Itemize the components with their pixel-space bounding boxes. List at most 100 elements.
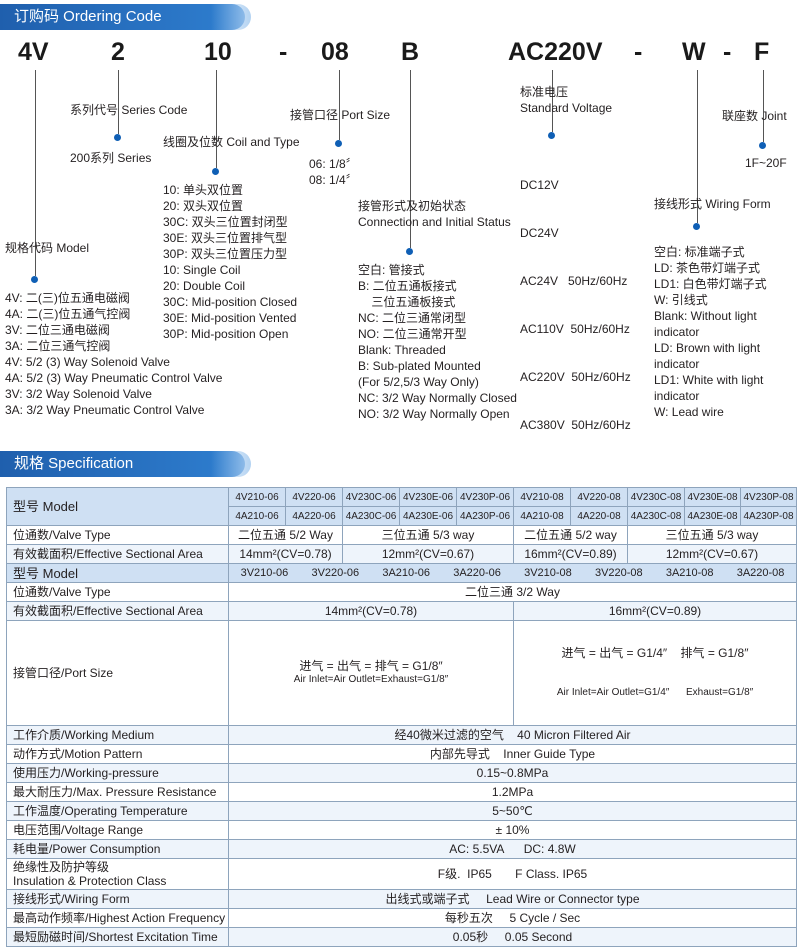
list-item: 30C: Mid-position Closed — [163, 295, 298, 309]
table-cell: 4A210-06 — [228, 506, 286, 526]
list-item: 30E: Mid-position Vented — [163, 311, 297, 325]
list-item: B: Sub-plated Mounted — [358, 359, 481, 373]
row-label: 电压范围/Voltage Range — [6, 820, 229, 840]
table-cell: 4V220-06 — [285, 487, 343, 507]
table-cell: 经40微米过滤的空气 40 Micron Filtered Air — [228, 725, 797, 745]
table-cell: 4A230P-06 — [456, 506, 514, 526]
coil-list: 10: 单头双位置 20: 双头双位置 30C: 双头三位置封闭型 30E: 双… — [163, 182, 297, 342]
connection-label: 接管形式及初始状态 Connection and Initial Status — [358, 199, 511, 229]
table-row: 位通数/Valve Type 二位三通 3/2 Way — [6, 582, 797, 602]
table-row: 工作介质/Working Medium 经40微米过滤的空气 40 Micron… — [6, 725, 797, 745]
table-cell: ± 10% — [228, 820, 797, 840]
table-cell: 16mm²(CV=0.89) — [513, 601, 797, 621]
specification-banner: 规格 Specification — [0, 451, 251, 477]
table-cell: 4A230C-06 — [342, 506, 400, 526]
code-part-model: 4V — [18, 38, 49, 66]
list-item: LD: 茶色带灯端子式 — [654, 261, 761, 275]
table-row: 位通数/Valve Type 二位五通 5/2 Way 三位五通 5/3 way… — [6, 525, 797, 545]
model-list: 4V: 二(三)位五通电磁阀 4A: 二(三)位五通气控阀 3V: 二位三通电磁… — [5, 290, 222, 418]
wiring-list: 空白: 标准端子式 LD: 茶色带灯端子式 LD1: 白色带灯端子式 W: 引线… — [654, 244, 767, 420]
list-item: W: Lead wire — [654, 405, 724, 419]
code-part-wiring: W — [682, 38, 706, 66]
table-row: 有效截面积/Effective Sectional Area 14mm²(CV=… — [6, 601, 797, 621]
joint-label: 联座数 Joint — [722, 109, 787, 123]
code-dash: - — [723, 38, 732, 66]
coil-dot — [212, 168, 219, 175]
table-cell: 4A230E-06 — [399, 506, 457, 526]
list-item: AC24V 50Hz/60Hz — [520, 274, 628, 288]
row-label: 有效截面积/Effective Sectional Area — [6, 601, 229, 621]
table-row: 4A210-06 4A220-06 4A230C-06 4A230E-06 4A… — [7, 506, 797, 526]
table-cell: 4V220-08 — [570, 487, 628, 507]
table-cell: 4A230E-08 — [684, 506, 741, 526]
list-item: (For 5/2,5/3 Way Only) — [358, 375, 479, 389]
table-cell: 三位五通 5/3 way — [627, 525, 797, 545]
table-row: 最高动作频率/Highest Action Frequency 每秒五次 5 C… — [6, 908, 797, 928]
port-label: 接管口径 Port Size — [290, 108, 391, 122]
list-item: 20: 双头双位置 — [163, 199, 244, 213]
table-row: 工作温度/Operating Temperature 5~50℃ — [6, 801, 797, 821]
list-item: 3A: 3/2 Way Pneumatic Control Valve — [5, 403, 205, 417]
table-cell: 14mm²(CV=0.78) — [228, 601, 514, 621]
table-row: 型号 Model 4V210-06 4V220-06 4V230C-06 4V2… — [6, 487, 797, 526]
list-item: 空白: 标准端子式 — [654, 245, 745, 259]
row-label: 工作介质/Working Medium — [6, 725, 229, 745]
list-item: 10: Single Coil — [163, 263, 241, 277]
table-cell: 3A220-08 — [736, 566, 785, 579]
ordering-code-title: 订购码 Ordering Code — [14, 8, 162, 25]
table-cell: 进气 = 出气 = 排气 = G1/8″ Air Inlet=Air Outle… — [228, 620, 514, 726]
row-label: 接管口径/Port Size — [6, 620, 229, 726]
table-cell: 0.15~0.8MPa — [228, 763, 797, 783]
table-cell: 进气 = 出气 = G1/4″ 排气 = G1/8″ Air Inlet=Air… — [513, 620, 797, 726]
joint-dot — [759, 142, 766, 149]
table-cell: 3A220-06 — [453, 566, 501, 579]
list-item: NC: 二位三通常闭型 — [358, 311, 467, 325]
table-cell: 1.2MPa — [228, 782, 797, 802]
row-label: 有效截面积/Effective Sectional Area — [6, 544, 229, 564]
voltage-list: DC12V DC24V AC24V 50Hz/60Hz AC110V 50Hz/… — [520, 145, 631, 449]
joint-value: 1F~20F — [745, 156, 787, 170]
series-label: 系列代号 Series Code — [70, 103, 188, 117]
table-row: 耗电量/Power Consumption AC: 5.5VA DC: 4.8W — [6, 839, 797, 859]
list-item: NO: 二位三通常开型 — [358, 327, 467, 341]
table-cell: 二位五通 5/2 way — [513, 525, 628, 545]
code-part-voltage: AC220V — [508, 38, 603, 66]
list-item: 空白: 管接式 — [358, 263, 425, 277]
list-item: LD1: White with light — [654, 373, 764, 387]
table-cell: 3A210-08 — [665, 566, 714, 579]
specification-table: 型号 Model 4V210-06 4V220-06 4V230C-06 4V2… — [6, 487, 797, 947]
voltage-label: 标准电压 Standard Voltage — [520, 85, 613, 115]
row-label: 最高动作频率/Highest Action Frequency — [6, 908, 229, 928]
row-label: 型号 Model — [6, 563, 229, 583]
list-item: 3A: 二位三通气控阀 — [5, 339, 111, 353]
list-item: 4A: 5/2 (3) Way Pneumatic Control Valve — [5, 371, 223, 385]
row-label: 最大耐压力/Max. Pressure Resistance — [6, 782, 229, 802]
table-cell: 4V230E-08 — [684, 487, 741, 507]
list-item: 4V: 二(三)位五通电磁阀 — [5, 291, 130, 305]
row-label: 最短励磁时间/Shortest Excitation Time — [6, 927, 229, 947]
table-cell: 5~50℃ — [228, 801, 797, 821]
list-item: LD: Brown with light — [654, 341, 761, 355]
table-cell: 4V230P-08 — [740, 487, 797, 507]
table-row: 接管口径/Port Size 进气 = 出气 = 排气 = G1/8″ Air … — [6, 620, 797, 726]
list-item: 3V: 3/2 Way Solenoid Valve — [5, 387, 152, 401]
row-label: 型号 Model — [6, 487, 229, 526]
table-cell: 4A230C-08 — [627, 506, 685, 526]
port-list: 06: 1/8〞 08: 1/4〞 — [309, 156, 358, 188]
list-item: 08: 1/4〞 — [309, 173, 358, 187]
table-cell: 4V230E-06 — [399, 487, 457, 507]
series-value: 200系列 Series — [70, 151, 152, 165]
table-row: 型号 Model 3V210-06 3V220-06 3A210-06 3A22… — [6, 563, 797, 583]
connection-list: 空白: 管接式 B: 二位五通板接式 三位五通板接式 NC: 二位三通常闭型 N… — [358, 262, 517, 422]
ordering-code-banner: 订购码 Ordering Code — [0, 4, 251, 30]
table-cell: 12mm²(CV=0.67) — [627, 544, 797, 564]
code-dash: - — [279, 38, 288, 66]
list-item: 4A: 二(三)位五通气控阀 — [5, 307, 131, 321]
table-cell: 3V220-06 — [311, 566, 360, 579]
table-cell: 内部先导式 Inner Guide Type — [228, 744, 797, 764]
table-row: 绝缘性及防护等级 Insulation & Protection Class F… — [6, 858, 797, 890]
list-item: DC24V — [520, 226, 559, 240]
list-item: AC110V 50Hz/60Hz — [520, 322, 630, 336]
table-cell: 14mm²(CV=0.78) — [228, 544, 343, 564]
table-cell: 12mm²(CV=0.67) — [342, 544, 514, 564]
